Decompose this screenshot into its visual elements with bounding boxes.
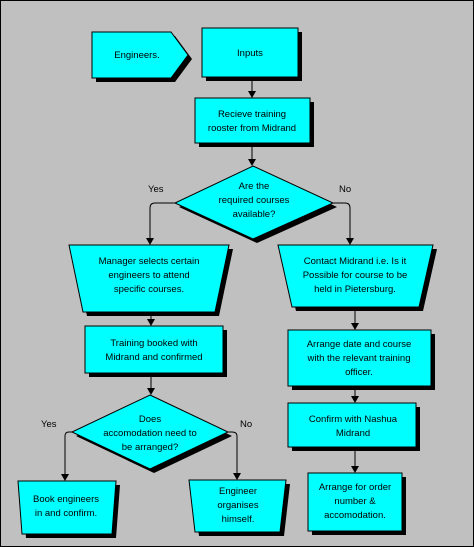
arrange-order-line3: accomodation. [324,510,386,521]
receive-label-line1: Recieve training [218,109,286,120]
contact-line3: held in Pietersburg. [314,284,396,295]
engineers-label: Engineers. [114,50,159,61]
edge-accom-yes [64,431,72,474]
decision-accom-line1: Does [139,414,161,425]
arrange-order-line1: Arrange for order [319,482,391,493]
manager-line1: Manager selects certain [99,256,200,267]
manager-selects-node: Manager selects certain engineers to att… [68,244,233,316]
engineer-organises-line1: Engineer [219,486,257,497]
book-engineers-line2: in and confirm. [35,508,97,519]
accommodation-decision: Does accomodation need to be arranged? [70,394,232,473]
edge-courses-yes [149,202,175,238]
booked-line2: Midrand and confirmed [105,352,202,363]
contact-line2: Possible for course to be [303,270,408,281]
decision-accom-line3: be arranged? [122,442,179,453]
courses-no-label: No [339,184,351,195]
book-engineers-node: Book engineers in and confirm. [17,480,120,538]
arrange-date-line1: Arrange date and course [307,339,412,350]
confirm-nashua-line1: Confirm with Nashua [309,414,398,425]
arrowhead [346,238,354,245]
engineers-node: Engineers. [91,31,192,82]
courses-yes-label: Yes [148,184,164,195]
inputs-node: Inputs [201,27,302,81]
confirm-nashua-line2: Midrand [336,428,370,439]
engineer-organises-node: Engineer organises himself. [188,479,290,536]
arrowhead [147,388,155,395]
accom-yes-label: Yes [41,419,57,430]
accom-no-label: No [240,419,252,430]
arrange-order-node: Arrange for order number & accomodation. [307,472,406,535]
arrange-order-line2: number & [334,496,376,507]
arrowhead [351,396,359,403]
book-engineers-line1: Book engineers [33,494,99,505]
training-booked-node: Training booked with Midrand and confirm… [84,325,227,377]
engineer-organises-line3: himself. [222,514,255,525]
contact-midrand-node: Contact Midrand i.e. Is it Possible for … [277,244,437,311]
booked-line1: Training booked with [110,338,197,349]
edge-accom-no [228,431,238,473]
manager-line3: specific courses. [114,284,184,295]
decision-courses-line1: Are the [239,181,270,192]
contact-line1: Contact Midrand i.e. Is it [304,256,407,267]
decision-courses-line3: available? [233,209,276,220]
receive-label-line2: rooster from Midrand [208,123,296,134]
arrange-date-line3: officer. [345,367,373,378]
decision-accom-line2: accomodation need to [103,428,196,439]
arrowhead [146,238,154,245]
decision-courses-line2: required courses [219,195,290,206]
arrowhead [248,91,256,98]
inputs-label: Inputs [237,48,263,59]
manager-line2: engineers to attend [108,270,189,281]
arrowhead [233,473,241,480]
arrowhead [147,319,155,326]
arrowhead [248,159,256,166]
arrowhead [351,466,359,473]
engineer-organises-line2: organises [217,500,258,511]
arrange-date-line2: with the relevant training [307,353,411,364]
receive-roster-node: Recieve training rooster from Midrand [194,97,314,147]
arrowhead [61,474,69,481]
confirm-nashua-node: Confirm with Nashua Midrand [287,402,420,451]
courses-available-decision: Are the required courses available? [173,165,337,243]
edge-courses-no [333,202,351,238]
arrowhead [351,323,359,330]
arrange-date-node: Arrange date and course with the relevan… [287,329,435,390]
